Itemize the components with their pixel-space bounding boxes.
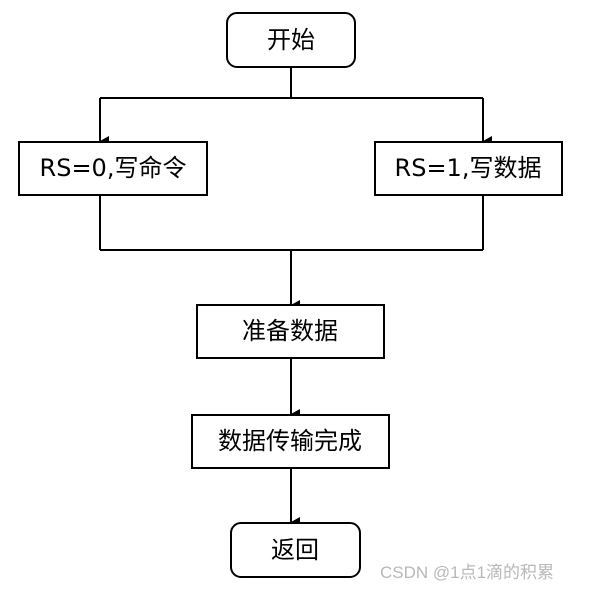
transfer-complete-node: 数据传输完成 xyxy=(191,414,390,469)
write-command-node-label: RS=0,写命令 xyxy=(40,154,187,182)
prepare-data-node: 准备数据 xyxy=(196,304,385,359)
write-command-node: RS=0,写命令 xyxy=(18,141,208,196)
prepare-data-node-label: 准备数据 xyxy=(242,317,338,345)
return-node-label: 返回 xyxy=(271,536,319,564)
edges xyxy=(99,67,492,527)
start-node: 开始 xyxy=(226,12,356,68)
return-node: 返回 xyxy=(230,522,361,578)
write-data-node-label: RS=1,写数据 xyxy=(395,154,542,182)
transfer-complete-node-label: 数据传输完成 xyxy=(218,427,362,455)
watermark: CSDN @1点1滴的积累 xyxy=(380,563,555,582)
start-node-label: 开始 xyxy=(267,26,315,54)
write-data-node: RS=1,写数据 xyxy=(374,141,563,196)
